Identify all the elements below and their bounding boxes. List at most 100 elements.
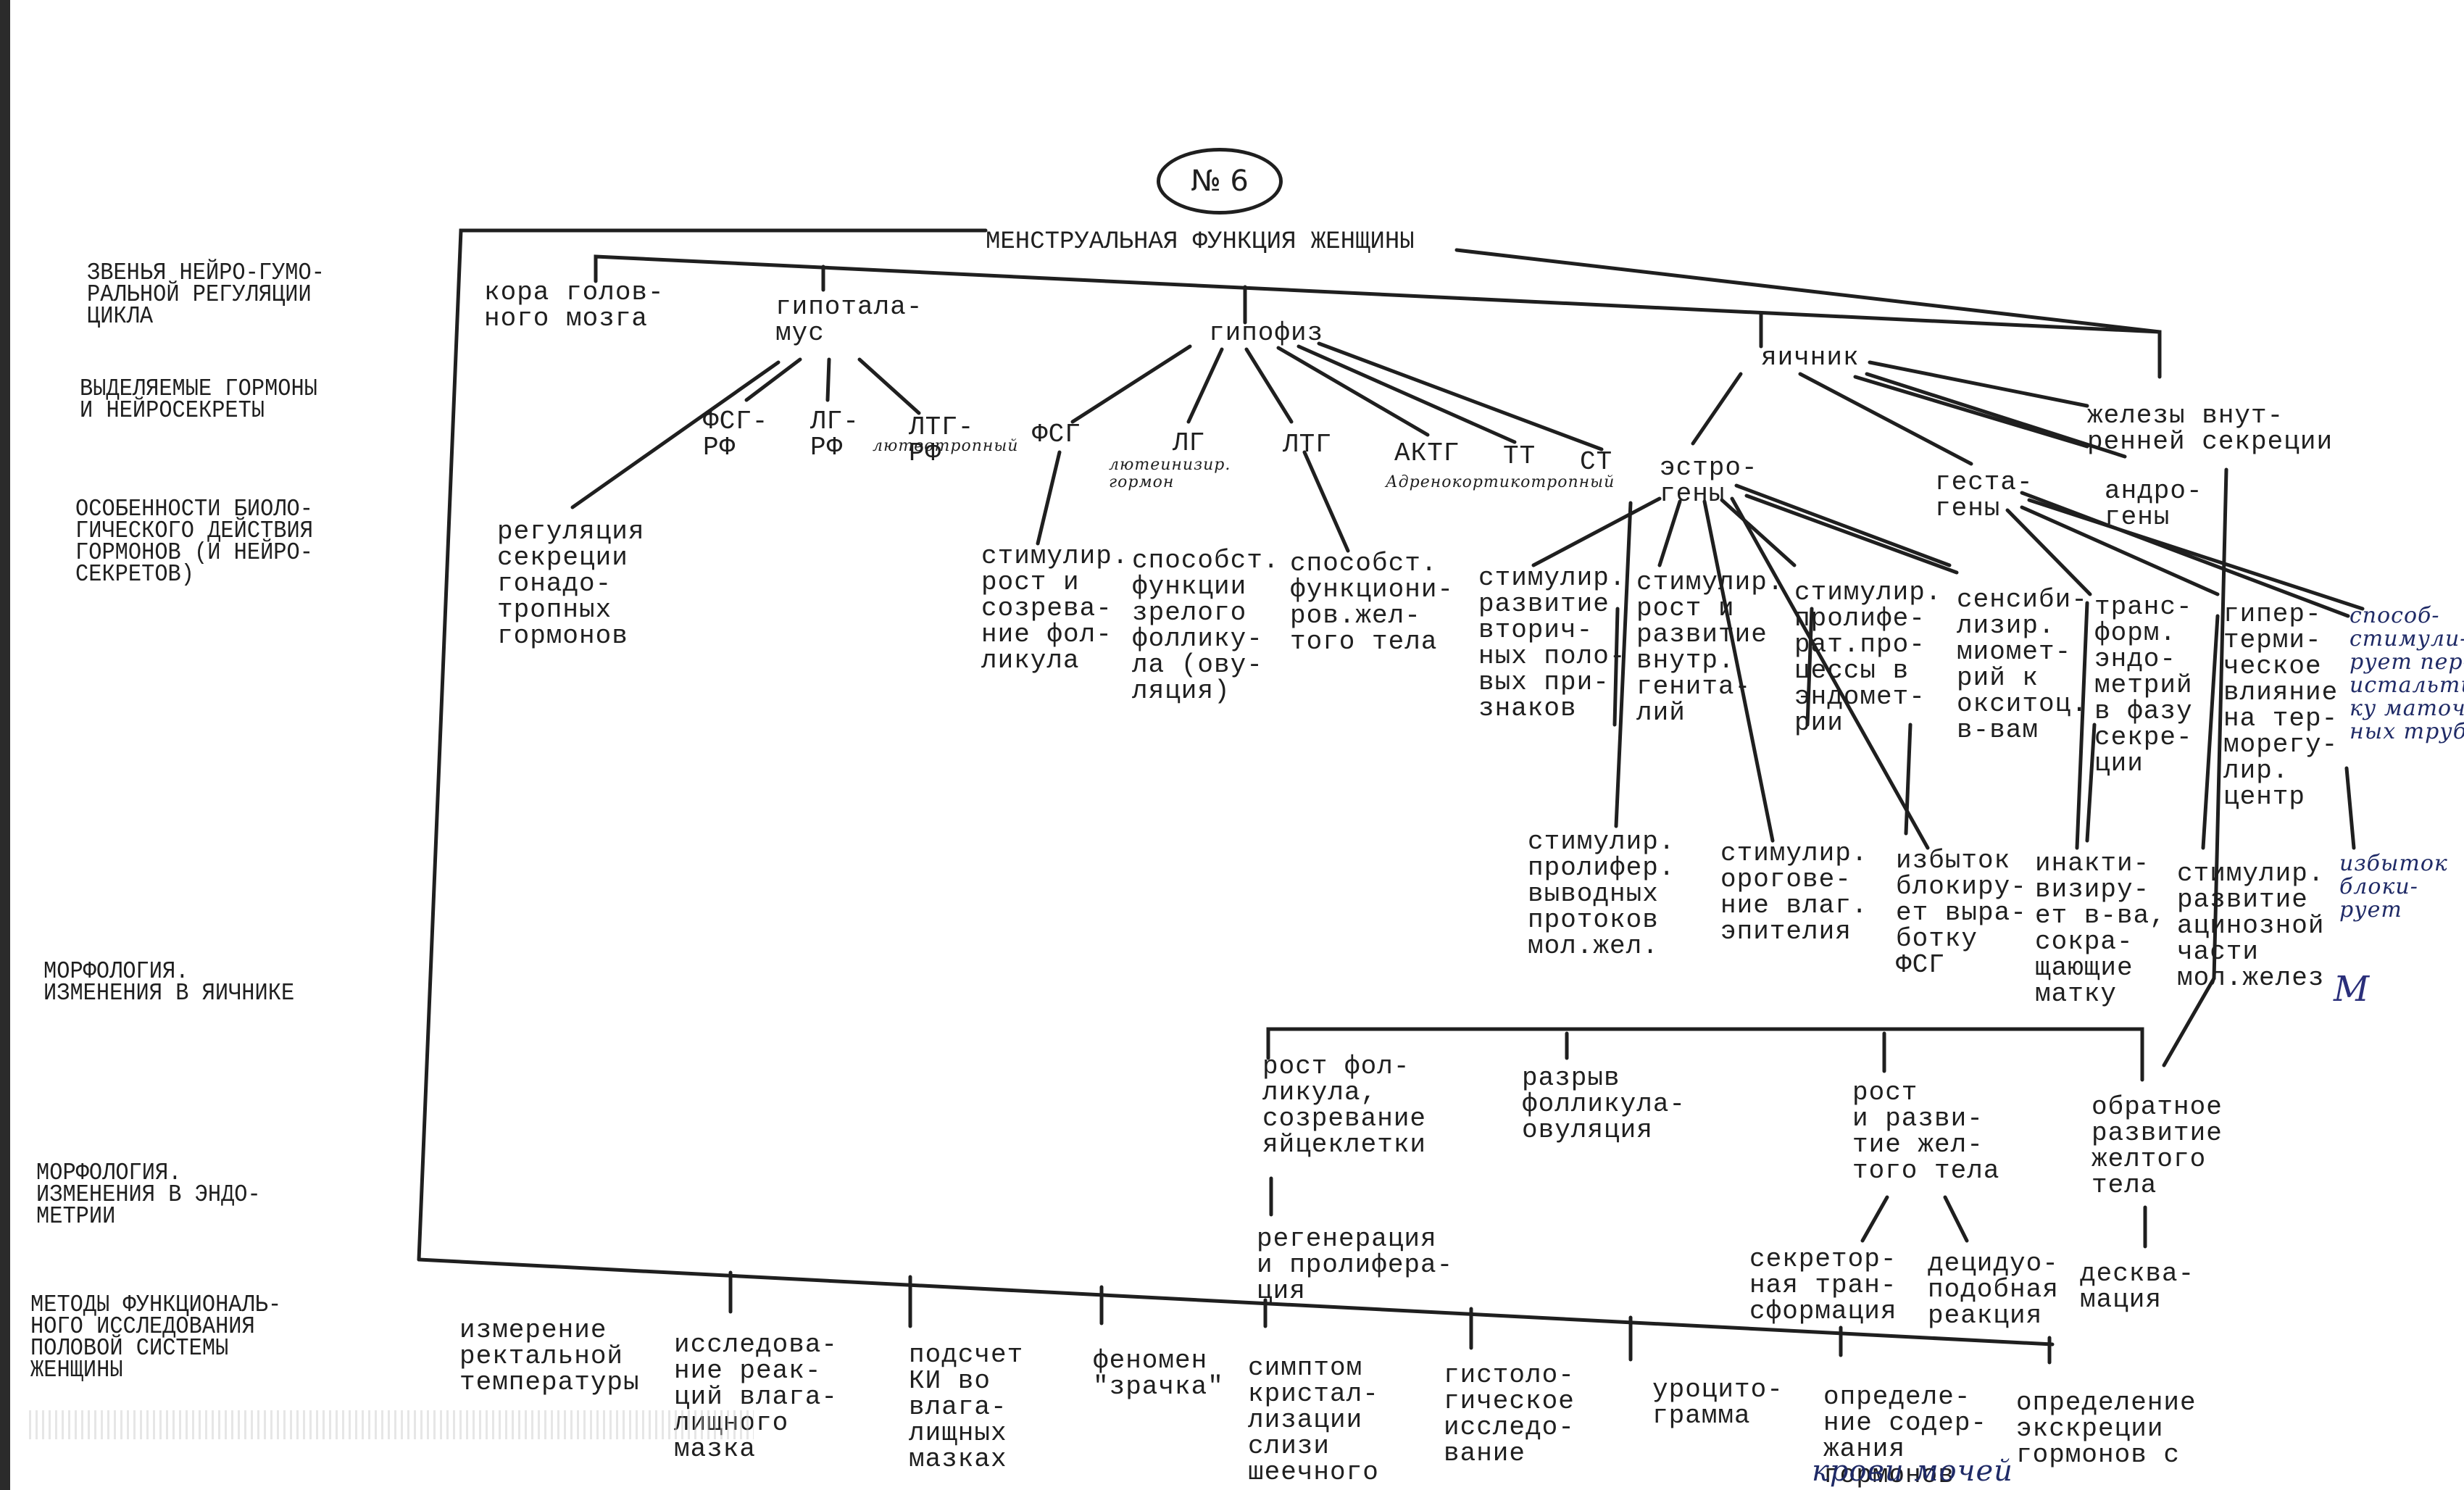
link-hypo-lhrf xyxy=(825,357,831,402)
handwritten-methods-note: крови мочей xyxy=(1812,1454,2013,1488)
method-hormone-excretion: определение экскреции гормонов с xyxy=(2016,1388,2197,1470)
action-estrogen-genitals: стимулир. рост и развитие внутр. генита-… xyxy=(1636,567,1784,728)
ovary-morph-ovulation: разрыв фолликула- овуляция xyxy=(1522,1063,1686,1145)
link-fsh-action xyxy=(1036,450,1062,546)
hormone-fsh: ФСГ xyxy=(1032,420,1081,449)
row-label-endometrium-morphology: МОРФОЛОГИЯ. ИЗМЕНЕНИЯ В ЭНДО- МЕТРИИ xyxy=(36,1160,261,1230)
row-label-hormones: ВЫДЕЛЯЕМЫЕ ГОРМОНЫ И НЕЙРОСЕКРЕТЫ xyxy=(80,375,317,424)
action-fsh: стимулир. рост и созрева- ние фол- ликул… xyxy=(981,541,1129,675)
handwritten-ltg-rf-note: лютеотропный xyxy=(873,437,1019,455)
page-number-stamp: № 6 xyxy=(1157,148,1283,215)
ovary-morph-follicle-growth: рост фол- ликула, созревание яйцеклетки xyxy=(1262,1052,1427,1160)
frame-right-line xyxy=(2162,467,2228,1067)
link-hypo-ltgrf xyxy=(857,357,921,415)
link-gest-2 xyxy=(2020,505,2220,596)
handwritten-excess-note: избыток блоки- рует xyxy=(2339,851,2448,923)
hormone-fsh-rf: ФСГ- РФ xyxy=(703,407,769,462)
hormone-acth: АКТГ xyxy=(1394,438,1460,468)
action-estrogen-endometrium: стимулир. пролифе- рат.про- цессы в эндо… xyxy=(1794,578,1942,738)
hormone-st: СТ xyxy=(1580,447,1613,477)
link-estro-2 xyxy=(1657,499,1682,567)
hormone-lh: ЛГ xyxy=(1173,428,1206,458)
link-gest-right-3 xyxy=(2344,766,2356,850)
link-ovary-androgens xyxy=(1865,372,2127,459)
link-pit-st xyxy=(1317,341,1604,451)
link-estro-3 xyxy=(1720,498,1797,567)
action-lh: способст. функции зрелого фоллику- ла (о… xyxy=(1132,546,1280,706)
link-ovary-estrogens xyxy=(1691,372,1743,446)
organ-hypothalamus: гипотала- мус xyxy=(775,292,923,348)
diagram-title: МЕНСТРУАЛЬНАЯ ФУНКЦИЯ ЖЕНЩИНЫ xyxy=(986,228,1415,256)
endometrium-regeneration: регенерация и пролифера- ция xyxy=(1257,1224,1454,1306)
handwritten-signature: М xyxy=(2334,969,2371,1010)
endometrium-desquamation: десква- мация xyxy=(2080,1259,2195,1315)
action-estrogen-myometrium: сенсиби- лизир. миомет- рий к окситоц. в… xyxy=(1957,585,2088,745)
method-vaginal-smear: исследова- ние реак- ций влага- лищного … xyxy=(674,1330,838,1464)
row-label-ovary-morphology: МОРФОЛОГИЯ. ИЗМЕНЕНИЯ В ЯИЧНИКЕ xyxy=(43,958,295,1007)
method-hormone-content: определе- ние содер- жания гормонов xyxy=(1823,1382,1988,1490)
link-gest-1 xyxy=(2005,508,2092,596)
link-hypo-regulation xyxy=(570,360,781,509)
link-morph-decidual xyxy=(1943,1195,1969,1243)
row-label-methods: МЕТОДЫ ФУНКЦИОНАЛЬ- НОГО ИССЛЕДОВАНИЯ ПО… xyxy=(30,1291,282,1383)
link-pit-fsh xyxy=(1070,344,1192,424)
organ-endocrine-glands: железы внут- ренней секреции xyxy=(2087,401,2334,457)
organ-cortex: кора голов- ного мозга xyxy=(484,278,665,333)
link-estro-4 xyxy=(1744,494,1959,575)
handwritten-acth-note: Адренокортикотропный xyxy=(1386,473,1615,491)
hormone-gestagens: геста- гены xyxy=(1935,467,2034,523)
link-ovary-endocrine xyxy=(1868,360,2089,408)
row-label-biological-action: ОСОБЕННОСТИ БИОЛО- ГИЧЕСКОГО ДЕЙСТВИЯ ГО… xyxy=(75,496,313,588)
method-urocytogram: уроцито- грамма xyxy=(1652,1375,1784,1431)
link-ovary-gestagens xyxy=(1798,372,1973,466)
handwritten-lh-note: лютеинизир. гормон xyxy=(1109,456,1231,491)
link-estro-1 xyxy=(1531,496,1662,567)
link-gest-right-2 xyxy=(2020,491,2350,618)
row-label-regulation-links: ЗВЕНЬЯ НЕЙРО-ГУМО- РАЛЬНОЙ РЕГУЛЯЦИИ ЦИК… xyxy=(87,259,325,330)
link-hypo-fshrf xyxy=(744,357,802,402)
action-estrogen-fsh-block: избыток блокиру- ет выра- ботку ФСГ xyxy=(1896,846,2027,980)
endometrium-secretory: секретор- ная тран- сформация xyxy=(1749,1244,1897,1326)
link-pit-lh xyxy=(1186,347,1224,424)
link-pit-ltg xyxy=(1244,347,1294,424)
frame-bottom-line xyxy=(417,1257,2055,1347)
method-ki-count: подсчет КИ во влага- лищных мазках xyxy=(909,1340,1024,1474)
hormone-lh-rf: ЛГ- РФ xyxy=(810,407,860,462)
link-gest-4 xyxy=(2201,614,2220,850)
action-estrogen-ducts: стимулир. пролифер. выводных протоков мо… xyxy=(1528,827,1676,961)
organ-bus xyxy=(594,254,2162,379)
action-gestagen-acinar: стимулир. развитие ацинозной части мол.ж… xyxy=(2177,859,2325,993)
link-morph-secretory xyxy=(1860,1195,1889,1243)
action-gestagen-hyperthermic: гипер- терми- ческое влияние на тер- мор… xyxy=(2223,599,2339,812)
link-pit-tt xyxy=(1296,344,1517,444)
endometrium-decidual: децидуо- подобная реакция xyxy=(1928,1249,2059,1331)
action-estrogen-secondary-sex: стимулир. развитие вторич- ных поло- вых… xyxy=(1478,563,1626,723)
tick-gest-1 xyxy=(2085,723,2097,843)
frame-left-line xyxy=(417,228,988,1262)
method-rectal-temperature: измерение ректальной температуры xyxy=(459,1315,640,1397)
tick-estro-2 xyxy=(1612,607,1620,727)
method-histology: гистоло- гическое исследо- вание xyxy=(1444,1360,1575,1468)
tick-estro-4 xyxy=(1904,723,1912,836)
handwritten-right-note: способ- стимули- рует пер- истальти- ку … xyxy=(2349,603,2464,744)
link-gest-3 xyxy=(2075,601,2089,850)
method-pupil-phenomenon: феномен "зрачка" xyxy=(1093,1346,1224,1402)
scan-noise xyxy=(29,1410,754,1439)
organ-ovary: яичник xyxy=(1761,343,1860,372)
ovary-morph-corpus-luteum: рост и разви- тие жел- того тела xyxy=(1852,1078,2000,1186)
hormone-ltg-rf: ЛТГ- РФ xyxy=(909,412,975,468)
link-ltg-action xyxy=(1302,450,1350,553)
hormone-estrogens: эстро- гены xyxy=(1660,453,1758,509)
link-pit-acth xyxy=(1276,346,1430,437)
link-estro-4b xyxy=(1734,483,1952,567)
ovary-morph-bus xyxy=(1266,1027,2144,1082)
link-estro-6 xyxy=(1702,499,1775,843)
organ-pituitary: гипофиз xyxy=(1209,318,1324,348)
page-number: № 6 xyxy=(1191,165,1249,198)
scan-left-edge xyxy=(0,0,10,1490)
method-crystallization: симптом кристал- лизации слизи шеечного xyxy=(1248,1353,1379,1487)
link-estro-5 xyxy=(1614,501,1633,828)
link-ovary-androgens-2 xyxy=(1853,375,2089,449)
link-estro-7 xyxy=(1730,496,1930,850)
